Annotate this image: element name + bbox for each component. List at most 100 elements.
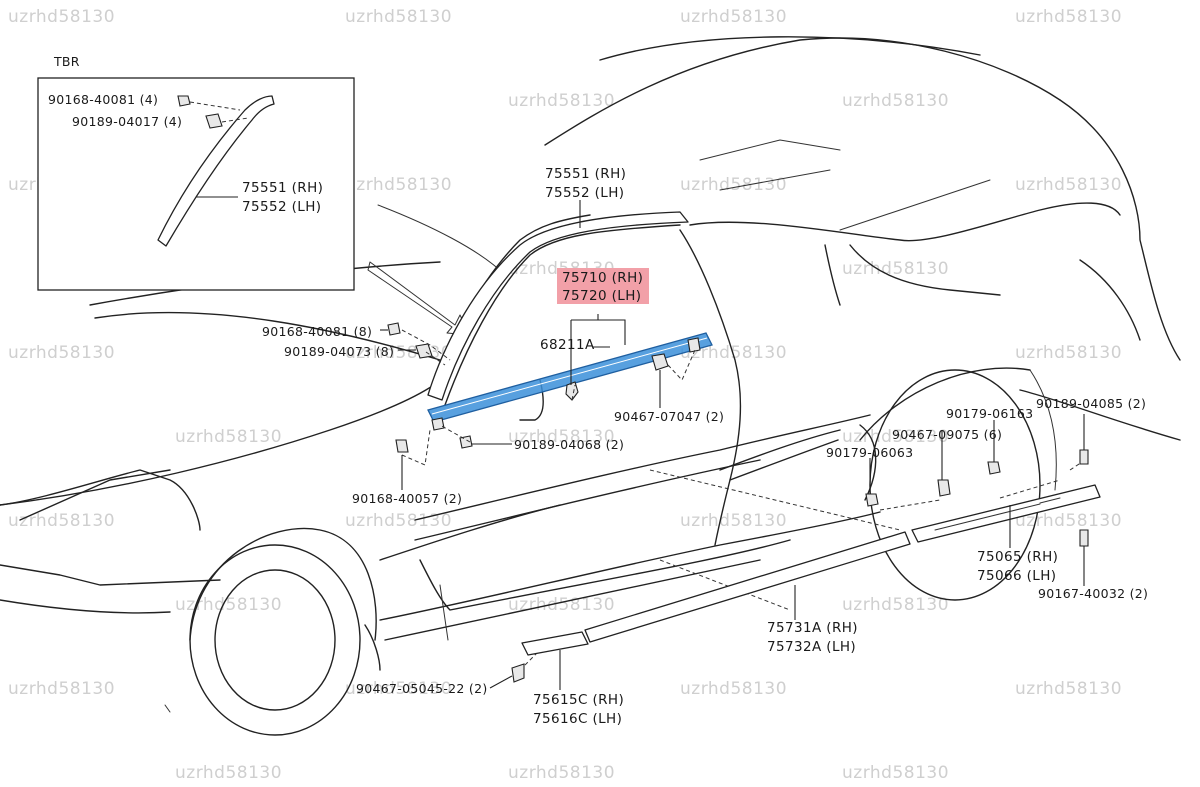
watermark: uzrhd58130 — [175, 595, 282, 615]
door-belt-lower — [414, 414, 871, 521]
watermark: uzrhd58130 — [8, 343, 115, 363]
rocker-molding-front[interactable] — [521, 631, 589, 656]
hood-line — [0, 311, 450, 506]
front-wheel-arch — [189, 527, 377, 641]
emblem-line — [934, 503, 1041, 531]
ground-mark — [164, 704, 171, 713]
label-75720: 75720 (LH) — [562, 288, 641, 304]
locator — [999, 479, 1061, 499]
watermark: uzrhd58130 — [508, 91, 615, 111]
headlight-line — [19, 469, 171, 521]
clip-90189-04068[interactable] — [459, 435, 473, 449]
label-68211a: 68211A — [540, 337, 595, 353]
door-handle-lower — [729, 439, 839, 481]
clip-rear[interactable] — [687, 337, 701, 353]
rear-glass-line-3 — [839, 179, 991, 231]
label-90168-40081: 90168-40081 (8) — [262, 324, 372, 339]
watermark: uzrhd58130 — [842, 763, 949, 783]
clip-90179-06063[interactable] — [865, 493, 879, 507]
watermark: uzrhd58130 — [842, 427, 949, 447]
label-90189-04068: 90189-04068 (2) — [514, 437, 624, 452]
inset-roof-molding[interactable] — [157, 95, 275, 247]
clip-90168-40057[interactable] — [395, 439, 409, 453]
watermark: uzrhd58130 — [1015, 511, 1122, 531]
labels: 75551 (RH) 75552 (LH) 75710 (RH) 75720 (… — [262, 166, 1148, 727]
inset-clip-a[interactable] — [177, 95, 191, 107]
rear-wheel — [869, 369, 1041, 601]
label-90179-06063: 90179-06063 — [826, 445, 913, 460]
screw-top[interactable] — [1079, 449, 1089, 465]
door-bottom — [419, 539, 791, 611]
label-75065: 75065 (RH) — [977, 549, 1058, 565]
rocker-line — [384, 559, 761, 641]
belt-clips — [387, 322, 701, 453]
clip-90467-09075[interactable] — [937, 479, 951, 497]
clip-90168-40081[interactable] — [387, 322, 401, 336]
locator — [659, 559, 791, 611]
clip-90467-05045[interactable] — [511, 663, 525, 683]
watermark: uzrhd58130 — [8, 679, 115, 699]
inset-label-75551: 75551 (RH) — [242, 180, 323, 196]
watermark: uzrhd58130 — [680, 7, 787, 27]
locator — [401, 429, 431, 466]
label-90168-40057: 90168-40057 (2) — [352, 491, 462, 506]
label-90167-40032: 90167-40032 (2) — [1038, 586, 1148, 601]
watermark: uzrhd58130 — [8, 511, 115, 531]
screw-bottom[interactable] — [1079, 529, 1089, 547]
roof-drip-molding[interactable] — [427, 211, 689, 401]
leader-lines — [380, 200, 1085, 690]
rear-deck — [1059, 99, 1181, 361]
rear-fender-rear — [1029, 369, 1057, 491]
watermark: uzrhd58130 — [508, 763, 615, 783]
inset-label-75552: 75552 (LH) — [242, 199, 321, 215]
label-90179-06163: 90179-06163 — [946, 406, 1033, 421]
bumper-line — [0, 564, 221, 586]
clip-90179-06163[interactable] — [987, 461, 1001, 475]
emblem-mark — [1039, 497, 1061, 504]
watermark: uzrhd58130 — [842, 259, 949, 279]
clip-68211a[interactable] — [565, 381, 579, 401]
rear-bumper — [1019, 389, 1181, 441]
rocker-moldings — [521, 484, 1101, 656]
inset-locator — [221, 117, 249, 123]
locator — [425, 351, 446, 366]
locator — [879, 499, 941, 511]
label-75731a: 75731A (RH) — [767, 620, 858, 636]
locator-lines — [401, 329, 1086, 671]
door-front-edge — [439, 584, 449, 641]
watermark: uzrhd58130 — [175, 763, 282, 783]
label-75551: 75551 (RH) — [545, 166, 626, 182]
belt-molding[interactable] — [427, 332, 713, 423]
watermark: uzrhd58130 — [842, 595, 949, 615]
belt-molding-highlight[interactable] — [427, 332, 713, 423]
clip-90467-07047[interactable] — [651, 353, 669, 371]
belt-molding-edge — [431, 337, 708, 415]
car-body-outline — [0, 36, 1181, 736]
watermark: uzrhd58130 — [680, 175, 787, 195]
locator — [667, 349, 696, 381]
roof-top — [599, 36, 981, 61]
label-75552: 75552 (LH) — [545, 185, 624, 201]
inset-locator — [189, 101, 241, 111]
watermark: uzrhd58130 — [680, 511, 787, 531]
watermark: uzrhd58130 — [345, 7, 452, 27]
quarter-window-top — [689, 202, 1121, 242]
label-75615c: 75615C (RH) — [533, 692, 624, 708]
watermark: uzrhd58130 — [508, 595, 615, 615]
door-rear-edge — [679, 229, 742, 546]
fender-line — [0, 469, 201, 531]
rocker-molding-main[interactable] — [584, 531, 911, 643]
inset-clip-b[interactable] — [205, 113, 223, 129]
clip-front[interactable] — [431, 417, 445, 431]
roof-line — [544, 37, 1061, 146]
quarter-glass — [849, 244, 1001, 296]
leader-90467-05045 — [489, 675, 513, 689]
label-75616c: 75616C (LH) — [533, 711, 622, 727]
watermark: uzrhd58130 — [1015, 7, 1122, 27]
label-90467-09075: 90467-09075 (6) — [892, 427, 1002, 442]
locator — [649, 469, 901, 531]
label-90467-05045: 90467-05045-22 (2) — [356, 681, 488, 696]
sill-upper — [379, 504, 561, 561]
door-panel-line — [414, 459, 761, 541]
